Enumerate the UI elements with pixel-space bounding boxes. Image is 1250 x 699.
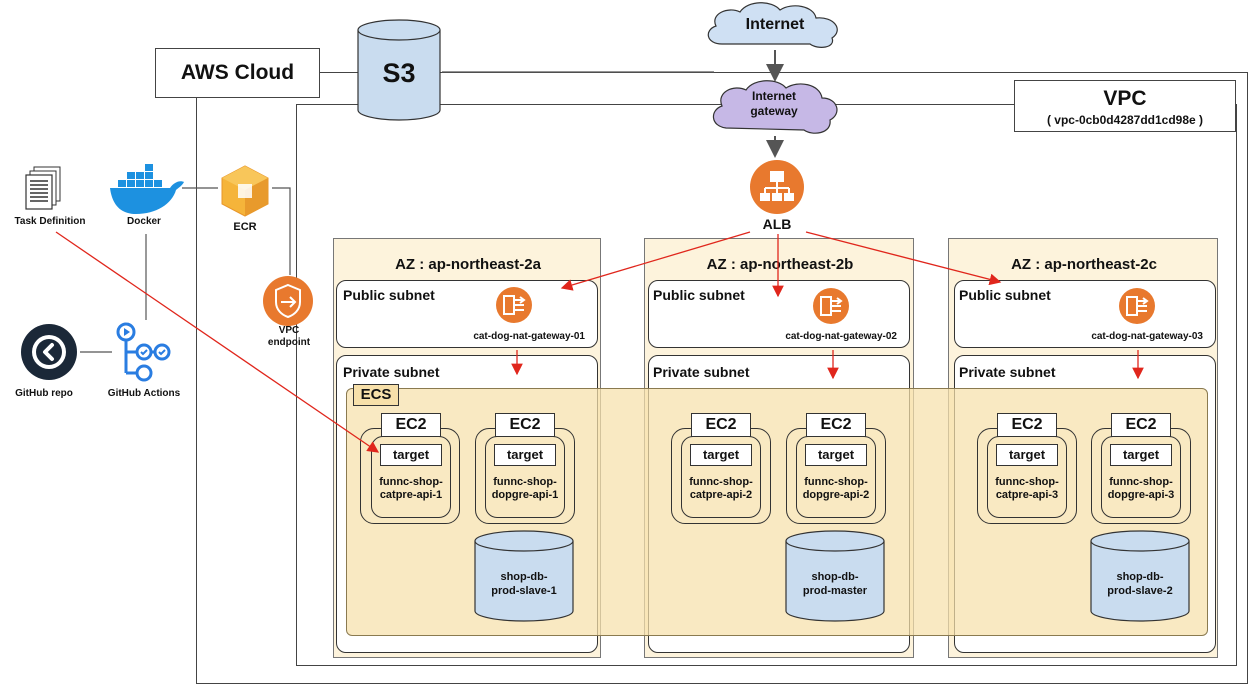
database-c: shop-db-prod-slave-2 — [1090, 530, 1190, 622]
database-cylinder-icon — [1090, 530, 1190, 622]
target-label: target — [690, 444, 752, 466]
task-definition-label: Task Definition — [14, 216, 86, 227]
ecs-label: ECS — [360, 386, 392, 403]
vpc-id: ( vpc-0cb0d4287dd1cd98e ) — [1046, 113, 1204, 127]
github-repo-label: GitHub repo — [15, 388, 73, 399]
ec2-label: EC2 — [691, 413, 751, 437]
database-a: shop-db-prod-slave-1 — [474, 530, 574, 622]
alb-label: ALB — [762, 216, 792, 232]
internet-gateway-cloud-icon — [712, 80, 838, 134]
ec2-label: EC2 — [997, 413, 1057, 437]
s3-bucket: S3 — [356, 18, 442, 122]
docker-node — [106, 160, 186, 216]
public-subnet-label: Public subnet — [653, 287, 745, 303]
ecr-icon — [221, 165, 269, 217]
public-subnet-label: Public subnet — [959, 287, 1051, 303]
public-subnet-a: Public subnet cat-dog-nat-gateway-01 — [336, 280, 598, 348]
nat-gateway-icon — [496, 287, 532, 323]
ec2-label: EC2 — [806, 413, 866, 437]
nat-gateway-icon-c — [1118, 287, 1156, 325]
task-definition-node — [22, 165, 66, 213]
private-subnet-label: Private subnet — [343, 364, 440, 380]
vpc-title: VPC — [1103, 87, 1147, 110]
github-actions-icon — [116, 322, 171, 382]
github-logo-icon — [21, 324, 77, 380]
internet-gateway-node: Internet gateway — [708, 76, 840, 138]
ec2-label: EC2 — [495, 413, 555, 437]
az-name: AZ : ap-northeast-2a — [395, 256, 541, 273]
load-balancer-icon — [750, 160, 804, 214]
s3-label: S3 — [382, 58, 416, 88]
target-label: target — [1110, 444, 1172, 466]
public-subnet-label: Public subnet — [343, 287, 435, 303]
database-label: shop-db-prod-master — [802, 571, 868, 597]
database-label: shop-db-prod-slave-2 — [1107, 571, 1173, 597]
aws-cloud-label: AWS Cloud — [180, 61, 295, 84]
document-stack-icon — [25, 166, 61, 210]
nat-gateway-label: cat-dog-nat-gateway-03 — [1091, 331, 1203, 342]
az-name: AZ : ap-northeast-2c — [1011, 256, 1157, 273]
nat-gateway-label: cat-dog-nat-gateway-02 — [785, 331, 897, 342]
internet-gateway-label: Internet gateway — [750, 89, 798, 118]
private-subnet-label: Private subnet — [959, 364, 1056, 380]
database-label: shop-db-prod-slave-1 — [491, 571, 557, 597]
ec2-label: EC2 — [381, 413, 441, 437]
nat-gateway-icon-a — [495, 286, 533, 324]
ecr-label: ECR — [233, 221, 257, 233]
github-actions-label: GitHub Actions — [107, 388, 181, 399]
s3-cylinder-icon — [357, 19, 441, 121]
database-b: shop-db-prod-master — [785, 530, 885, 622]
vpc-endpoint-node — [262, 275, 314, 327]
github-actions-node — [114, 320, 174, 384]
private-subnet-label: Private subnet — [653, 364, 750, 380]
public-subnet-b: Public subnet cat-dog-nat-gateway-02 — [648, 280, 910, 348]
alb-node — [748, 158, 806, 218]
task-name: funnc-shop-dopgre-api-2 — [802, 476, 870, 501]
ecr-node — [218, 164, 272, 218]
vpc-endpoint-label: VPC endpoint — [267, 325, 311, 348]
nat-gateway-icon — [1119, 288, 1155, 324]
task-name: funnc-shop-dopgre-api-3 — [1107, 476, 1175, 501]
internet-cloud-icon — [707, 2, 838, 48]
internet-node: Internet — [700, 0, 850, 52]
target-label: target — [380, 444, 442, 466]
internet-label: Internet — [745, 16, 805, 33]
vpc-label-box: VPC ( vpc-0cb0d4287dd1cd98e ) — [1014, 80, 1236, 132]
task-name: funnc-shop-catpre-api-2 — [689, 476, 753, 501]
task-name: funnc-shop-catpre-api-3 — [995, 476, 1059, 501]
az-name: AZ : ap-northeast-2b — [706, 256, 854, 273]
task-name: funnc-shop-dopgre-api-1 — [491, 476, 559, 501]
ec2-label: EC2 — [1111, 413, 1171, 437]
target-label: target — [494, 444, 556, 466]
docker-whale-icon — [110, 164, 184, 214]
nat-gateway-label: cat-dog-nat-gateway-01 — [473, 331, 585, 342]
aws-cloud-label-box: AWS Cloud — [155, 48, 320, 98]
nat-gateway-icon — [813, 288, 849, 324]
task-name: funnc-shop-catpre-api-1 — [379, 476, 443, 501]
ecs-label-box: ECS — [353, 384, 399, 406]
nat-gateway-icon-b — [812, 287, 850, 325]
target-label: target — [996, 444, 1058, 466]
database-cylinder-icon — [474, 530, 574, 622]
docker-label: Docker — [127, 216, 161, 227]
database-cylinder-icon — [785, 530, 885, 622]
target-label: target — [805, 444, 867, 466]
github-repo-node — [20, 323, 78, 381]
public-subnet-c: Public subnet cat-dog-nat-gateway-03 — [954, 280, 1216, 348]
vpc-endpoint-icon — [263, 276, 313, 326]
